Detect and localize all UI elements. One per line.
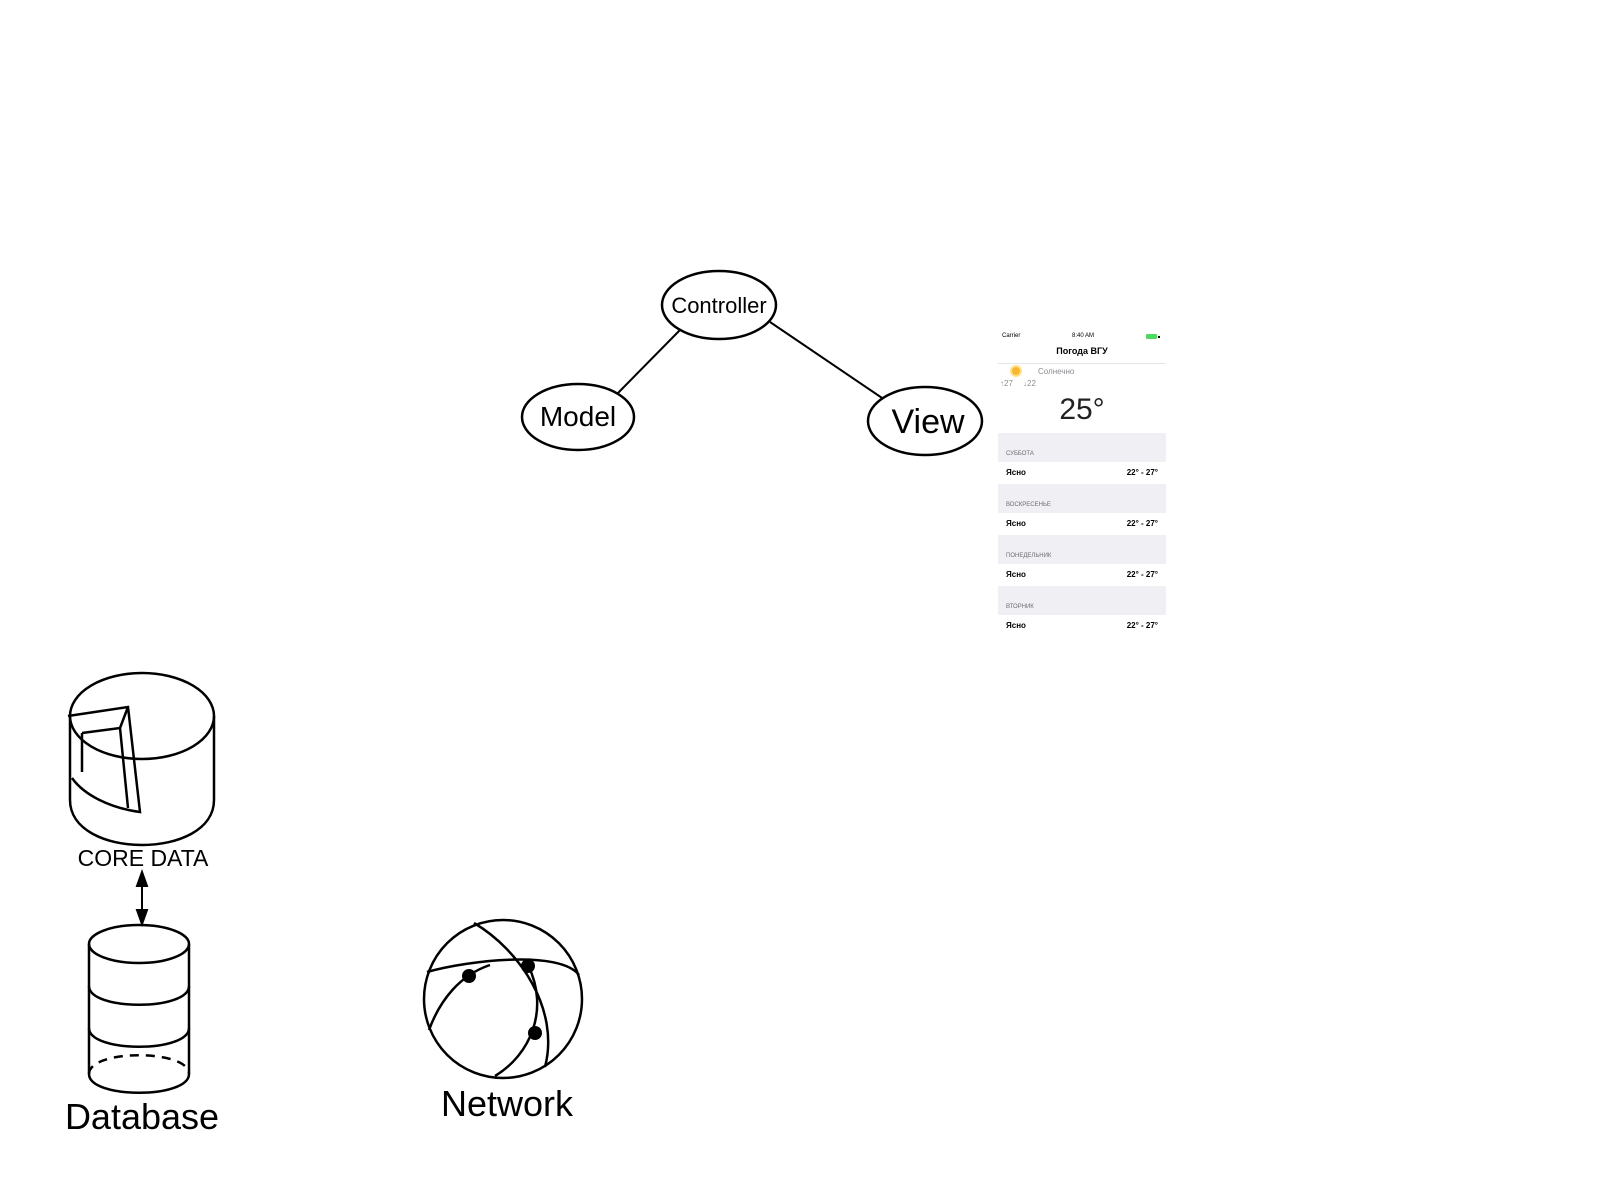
- status-bar: Carrier 8:40 AM: [998, 331, 1166, 341]
- model-label: Model: [540, 401, 616, 432]
- sun-icon: [1012, 367, 1020, 375]
- forecast-condition: Ясно: [1006, 519, 1026, 528]
- bidirectional-arrow-icon: [135, 869, 149, 927]
- forecast-condition: Ясно: [1006, 570, 1026, 579]
- forecast-row[interactable]: Ясно 22° - 27°: [998, 564, 1166, 586]
- forecast-range: 22° - 27°: [1126, 519, 1158, 528]
- forecast-range: 22° - 27°: [1126, 468, 1158, 477]
- network-node-dots: [462, 959, 542, 1040]
- forecast-condition: Ясно: [1006, 468, 1026, 477]
- day-section-header: СУББОТА: [998, 433, 1166, 462]
- day-label: ПОНЕДЕЛЬНИК: [1006, 553, 1052, 559]
- network-globe-icon: [422, 918, 584, 1080]
- core-data-label: CORE DATA: [78, 845, 209, 871]
- weather-app-screenshot: Carrier 8:40 AM Погода ВГУ Солнечно ↑27 …: [998, 331, 1166, 629]
- view-label: View: [891, 403, 965, 441]
- day-label: СУББОТА: [1006, 451, 1034, 457]
- controller-node: Controller: [660, 269, 778, 341]
- day-label: ВОСКРЕСЕНЬЕ: [1006, 502, 1051, 508]
- forecast-row[interactable]: Ясно 22° - 27°: [998, 615, 1166, 629]
- database-icon: [87, 923, 191, 1094]
- carrier-label: Carrier: [1002, 333, 1021, 339]
- day-section-header: ПОНЕДЕЛЬНИК: [998, 535, 1166, 564]
- app-title: Погода ВГУ: [1056, 346, 1108, 356]
- day-section-header: ВОСКРЕСЕНЬЕ: [998, 484, 1166, 513]
- forecast-row[interactable]: Ясно 22° - 27°: [998, 513, 1166, 535]
- controller-view-connector: [769, 321, 889, 403]
- day-section-header: ВТОРНИК: [998, 586, 1166, 615]
- forecast-condition: Ясно: [1006, 621, 1026, 629]
- high-temp: ↑27: [1000, 379, 1013, 388]
- day-label: ВТОРНИК: [1006, 604, 1034, 610]
- current-condition: Солнечно: [1038, 367, 1075, 376]
- current-temperature: 25°: [1059, 393, 1105, 426]
- database-label: Database: [65, 1096, 219, 1137]
- core-data-icon: [67, 671, 216, 847]
- status-time: 8:40 AM: [1071, 333, 1094, 339]
- controller-model-connector: [617, 329, 681, 394]
- forecast-range: 22° - 27°: [1126, 570, 1158, 579]
- network-label: Network: [441, 1083, 574, 1124]
- battery-tip-icon: [1158, 335, 1160, 338]
- controller-label: Controller: [671, 293, 766, 318]
- forecast-range: 22° - 27°: [1126, 621, 1158, 629]
- low-temp: ↓22: [1023, 379, 1036, 388]
- battery-icon: [1146, 334, 1157, 339]
- view-node: View: [866, 385, 984, 457]
- forecast-row[interactable]: Ясно 22° - 27°: [998, 462, 1166, 484]
- nav-bar: Погода ВГУ: [998, 341, 1166, 364]
- model-node: Model: [520, 382, 636, 452]
